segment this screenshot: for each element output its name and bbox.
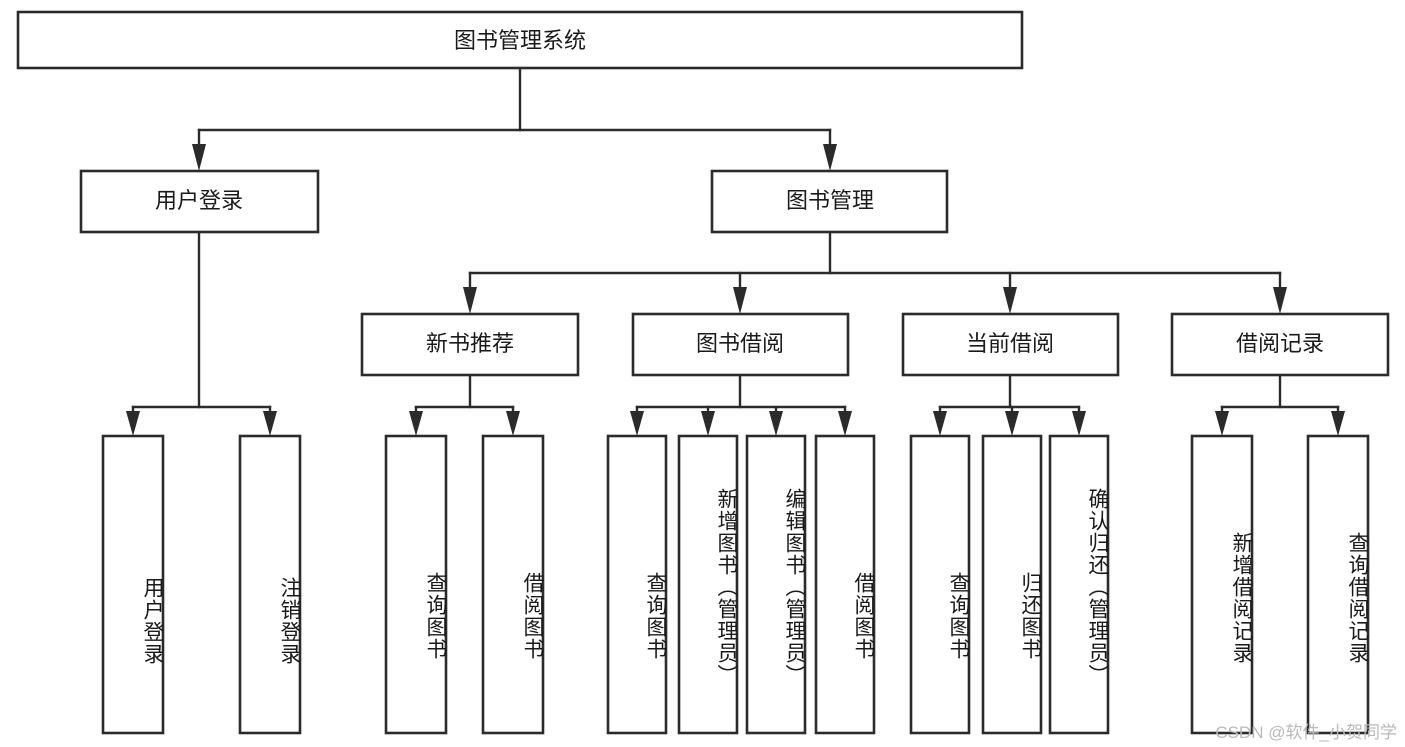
arrow-head-user-login — [192, 144, 206, 171]
node-current-borrow-label: 当前借阅 — [966, 331, 1054, 356]
arrow-head-book-manage — [823, 144, 837, 171]
arrow-head-book-borrow — [733, 287, 747, 314]
arrow-head-leaf-query-book-1 — [409, 411, 423, 436]
node-user-login-box[interactable] — [79, 169, 320, 234]
node-user-login-label: 用户登录 — [155, 188, 243, 213]
node-book-borrow-label: 图书借阅 — [696, 331, 784, 356]
node-leaf-return-book-box[interactable] — [981, 434, 1043, 735]
node-leaf-query-book-1-box[interactable] — [384, 434, 448, 735]
node-root-box[interactable] — [16, 10, 1024, 70]
node-user-login[interactable]: 用户登录 — [79, 169, 320, 234]
node-borrow-records-box[interactable] — [1170, 312, 1390, 377]
node-leaf-borrow-book-2-box[interactable] — [814, 434, 876, 735]
node-leaf-add-book-admin-box[interactable] — [677, 434, 739, 735]
node-current-borrow-box[interactable] — [901, 312, 1120, 377]
arrow-head-leaf-query-book-2 — [630, 411, 644, 436]
node-borrow-records-label: 借阅记录 — [1236, 331, 1324, 356]
arrow-head-leaf-add-book-admin — [701, 411, 715, 436]
node-layer: 图书管理系统 用户登录 图书管理 新书推荐 图书借阅 — [16, 10, 1390, 735]
arrow-head-leaf-edit-book-admin — [769, 411, 783, 436]
arrow-head-leaf-confirm-return — [1072, 411, 1086, 436]
arrow-head-leaf-query-book-3 — [933, 411, 947, 436]
arrow-head-leaf-query-record — [1331, 411, 1345, 436]
node-book-manage[interactable]: 图书管理 — [710, 169, 949, 234]
node-leaf-edit-book-admin-box[interactable] — [745, 434, 807, 735]
arrow-head-borrow-records — [1273, 287, 1287, 314]
node-leaf-query-record-box[interactable] — [1306, 434, 1370, 735]
node-root[interactable]: 图书管理系统 — [16, 10, 1024, 70]
connector-layer — [126, 66, 1345, 436]
node-new-book-rec-label: 新书推荐 — [426, 331, 514, 356]
node-borrow-records[interactable]: 借阅记录 — [1170, 312, 1390, 377]
node-book-manage-label: 图书管理 — [786, 188, 874, 213]
node-leaf-confirm-return-box[interactable] — [1048, 434, 1110, 735]
arrow-head-new-book-rec — [463, 287, 477, 314]
node-new-book-rec-box[interactable] — [360, 312, 580, 377]
arrow-head-leaf-logout-login — [263, 411, 277, 436]
arrow-head-current-borrow — [1003, 287, 1017, 314]
node-leaf-query-book-2-box[interactable] — [606, 434, 668, 735]
arrow-head-leaf-borrow-book-1 — [506, 411, 520, 436]
arrow-head-leaf-user-login — [126, 411, 140, 436]
arrow-head-leaf-return-book — [1005, 411, 1019, 436]
arrow-head-leaf-borrow-book-2 — [838, 411, 852, 436]
node-book-borrow-box[interactable] — [631, 312, 850, 377]
arrow-head-leaf-add-record — [1215, 411, 1229, 436]
node-leaf-user-login-box[interactable] — [101, 434, 165, 735]
node-root-label: 图书管理系统 — [454, 28, 586, 53]
node-book-borrow[interactable]: 图书借阅 — [631, 312, 850, 377]
node-leaf-borrow-book-1-box[interactable] — [481, 434, 545, 735]
node-book-manage-box[interactable] — [710, 169, 949, 234]
node-current-borrow[interactable]: 当前借阅 — [901, 312, 1120, 377]
node-leaf-logout-login-box[interactable] — [238, 434, 302, 735]
node-leaf-query-book-3-box[interactable] — [909, 434, 971, 735]
node-new-book-rec[interactable]: 新书推荐 — [360, 312, 580, 377]
node-leaf-add-record-box[interactable] — [1190, 434, 1254, 735]
